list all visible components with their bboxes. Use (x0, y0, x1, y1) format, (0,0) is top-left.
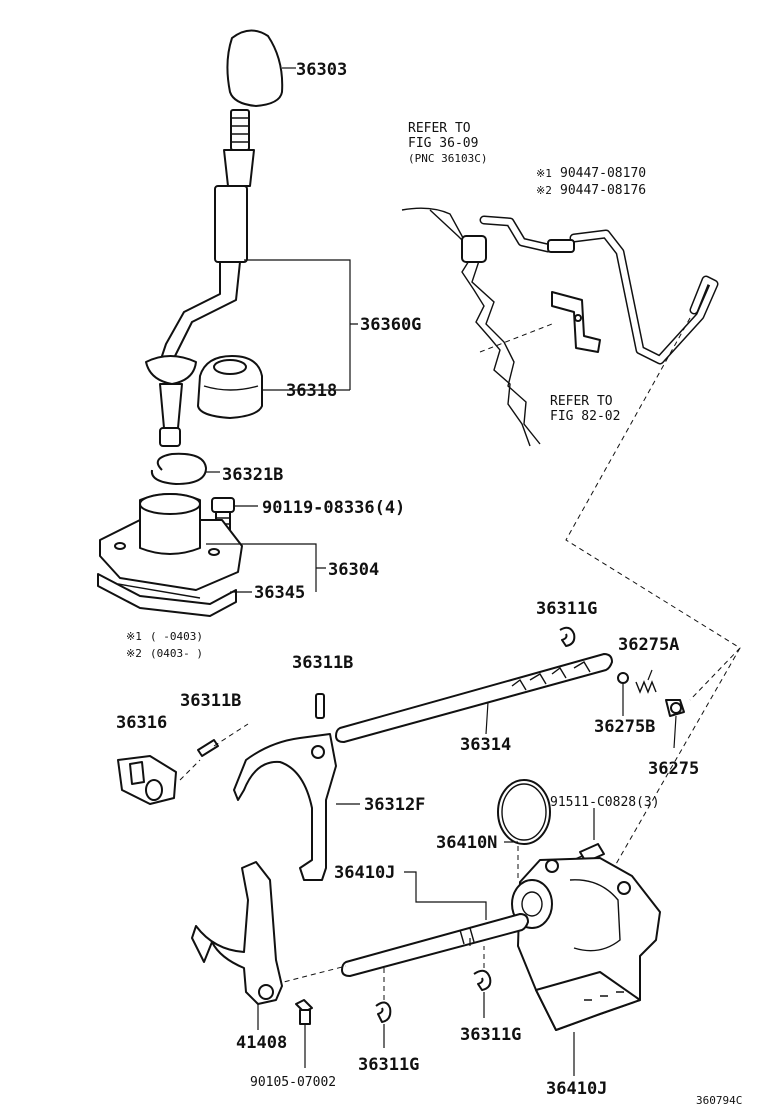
label-36318: 36318 (286, 381, 337, 401)
gasket-36345 (97, 573, 237, 617)
note-2-range: (0403- ) (150, 647, 203, 660)
label-36321B: 36321B (222, 465, 283, 485)
label-36345: 36345 (254, 583, 305, 603)
pin-36311B-left (197, 739, 219, 757)
snap-ring-36321B (150, 452, 220, 485)
dash-clip (479, 323, 553, 353)
label-36410J-upper: 36410J (334, 863, 395, 883)
label-36360G: 36360G (360, 315, 421, 335)
alt-part-2-mark: ※2 (536, 184, 552, 197)
shift-boot-36318 (197, 355, 263, 419)
label-36311B-left: 36311B (180, 691, 241, 711)
label-36314: 36314 (460, 735, 511, 755)
bracket-clip (551, 291, 601, 353)
note-1-mark: ※1 (126, 630, 142, 643)
shift-housing-36410J (511, 857, 661, 1031)
pin-36311B-upper (315, 693, 325, 719)
note-2-mark: ※2 (126, 647, 142, 660)
dash-head (179, 723, 249, 781)
refer-top-line1: REFER TO (408, 121, 471, 136)
shift-lever (145, 109, 255, 447)
figure-code: 360794C (696, 1094, 742, 1107)
label-91511: 91511-C0828(3) (550, 795, 660, 810)
label-36275B: 36275B (594, 717, 655, 737)
o-ring-36410N (497, 779, 551, 845)
ball-36275B (617, 672, 629, 684)
label-36311G-top: 36311G (536, 599, 597, 619)
label-36311G-bottom-left: 36311G (358, 1055, 419, 1075)
breather-tube (461, 215, 719, 365)
shift-knob (226, 29, 284, 107)
label-36311G-bottom-right: 36311G (460, 1025, 521, 1045)
label-36312F: 36312F (364, 795, 425, 815)
plug-36275 (665, 699, 685, 749)
label-36316: 36316 (116, 713, 167, 733)
label-90105: 90105-07002 (250, 1075, 336, 1090)
label-90119: 90119-08336(4) (262, 498, 405, 518)
dash-lower (275, 965, 347, 985)
bracket-36410J-a (404, 871, 487, 920)
label-36303: 36303 (296, 60, 347, 80)
refer-top-line3: (PNC 36103C) (408, 152, 487, 165)
retainer-36304 (99, 493, 243, 591)
bracket-36360G (244, 259, 358, 390)
fork-41408 (191, 861, 283, 1030)
alt-part-2-number: 90447-08176 (560, 183, 646, 198)
alt-part-1-mark: ※1 (536, 167, 552, 180)
snap-ring-36311G-bl (375, 968, 392, 1048)
label-36275A: 36275A (618, 635, 679, 655)
snap-ring-36311G-br (473, 946, 492, 1018)
refer-top-line2: FIG 36-09 (408, 136, 478, 151)
refer-right-line2: FIG 82-02 (550, 409, 620, 424)
label-36311B-upper: 36311B (292, 653, 353, 673)
bolt-90105 (295, 999, 313, 1068)
shaft-lower (341, 913, 529, 977)
dash-tube-right (565, 317, 741, 879)
alt-part-1-number: 90447-08170 (560, 166, 646, 181)
spring-36275A (635, 669, 657, 694)
bracket-36304 (206, 543, 326, 592)
label-36275: 36275 (648, 759, 699, 779)
label-36410J-lower: 36410J (546, 1079, 607, 1099)
label-36410N: 36410N (436, 833, 497, 853)
shaft-36314 (335, 653, 613, 743)
label-41408: 41408 (236, 1033, 287, 1053)
snap-ring-36311G-top (559, 626, 576, 647)
shift-head-36316 (117, 755, 177, 805)
refer-right-line1: REFER TO (550, 394, 613, 409)
fork-36312F (233, 733, 360, 881)
note-1-range: ( -0403) (150, 630, 203, 643)
label-36304: 36304 (328, 560, 379, 580)
